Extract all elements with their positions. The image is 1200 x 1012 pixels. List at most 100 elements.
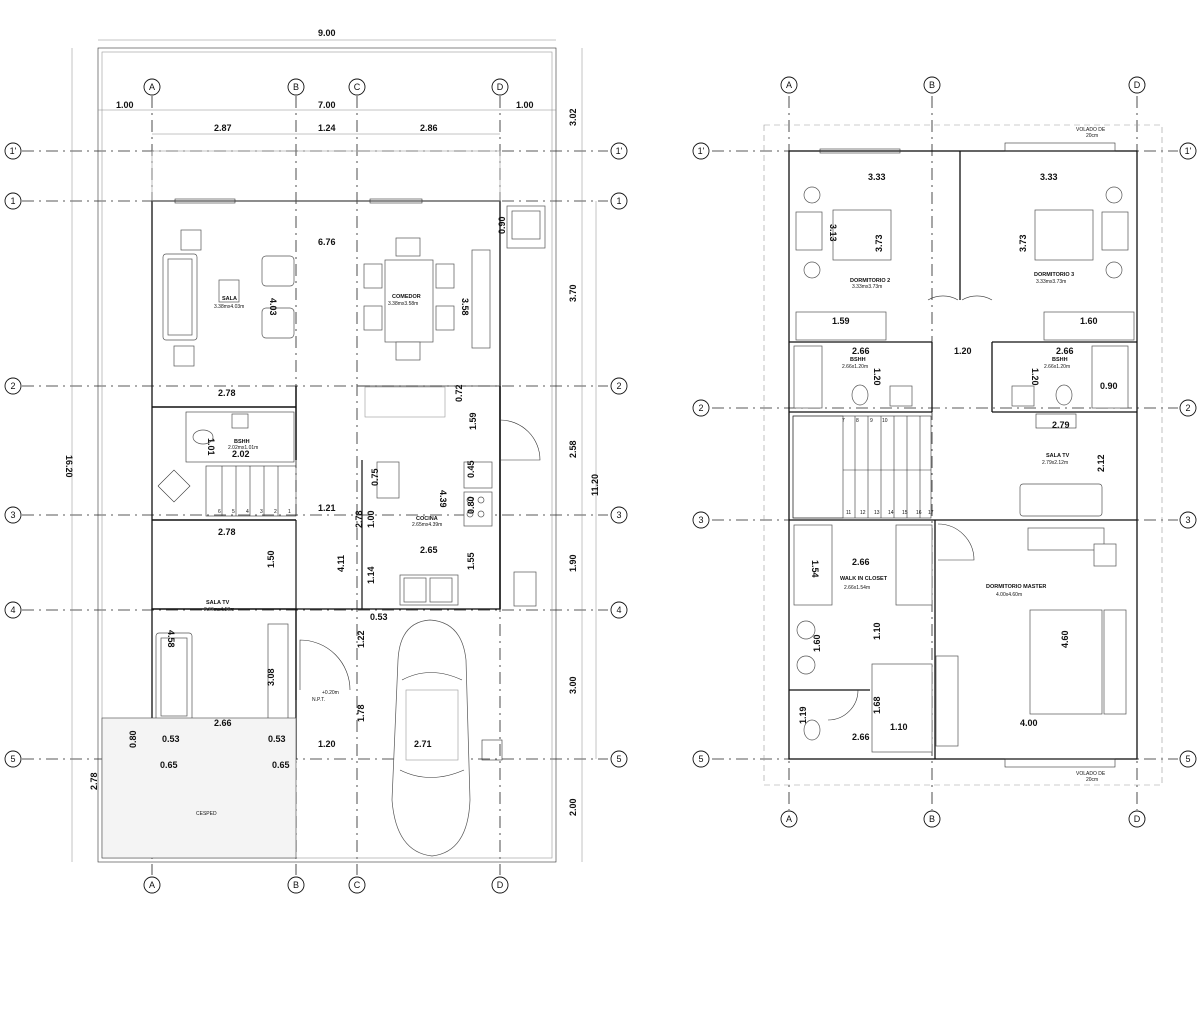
grid-col-d-bottom: D: [497, 880, 504, 890]
dim-row2-c: 2.86: [420, 123, 438, 133]
stair-num-9: 9: [870, 418, 873, 424]
dim-278a: 2.78: [218, 388, 236, 398]
dim-lawn: 2.78: [89, 772, 99, 790]
grid-row-4-left: 4: [10, 605, 15, 615]
dim-row2-a: 2.87: [214, 123, 232, 133]
dim2-279: 2.79: [1052, 420, 1070, 430]
dim2-110b: 1.10: [890, 722, 908, 732]
dim-053c: 0.53: [268, 734, 286, 744]
dim-150: 1.50: [266, 550, 276, 568]
grid-row-1-right: 1: [616, 196, 621, 206]
dim-358: 3.58: [460, 298, 470, 316]
room-dorm2-name: DORMITORIO 2: [850, 278, 890, 284]
dim2-266a: 2.66: [852, 346, 870, 356]
dim2-160: 1.60: [1080, 316, 1098, 326]
room-bano2-name: BSHH: [850, 357, 866, 363]
dim2-373a: 3.73: [874, 234, 884, 252]
dim-120: 1.20: [318, 739, 336, 749]
dim-065a: 0.65: [160, 760, 178, 770]
room-bano2-size: 2.66x1.20m: [842, 364, 868, 370]
stair-num-17: 17: [928, 510, 934, 516]
grid2-row-2-right: 2: [1185, 403, 1190, 413]
grid2-row-3-right: 3: [1185, 515, 1190, 525]
dim-overall-width: 9.00: [318, 28, 336, 38]
dim2-154: 1.54: [810, 560, 820, 578]
car-icon: [391, 619, 471, 857]
dim2-120a: 1.20: [954, 346, 972, 356]
dim-308: 3.08: [266, 668, 276, 686]
dim-202: 2.02: [232, 449, 250, 459]
dim-072: 0.72: [454, 384, 464, 402]
dim-053a: 0.53: [370, 612, 388, 622]
room-bano-size: 2.02mx1.01m: [228, 445, 258, 451]
second-floor-plan: VOLADO DE 20cm VOLADO DE 20cm DORMITORIO…: [763, 124, 1163, 786]
grid2-row-2-left: 2: [698, 403, 703, 413]
grid2-col-b-top: B: [929, 80, 935, 90]
dim-080b: 0.80: [128, 730, 138, 748]
grid-row-3-right: 3: [616, 510, 621, 520]
dim2-400: 4.00: [1020, 718, 1038, 728]
dim-075: 0.75: [370, 468, 380, 486]
room-walkin-size: 2.66x1.54m: [844, 585, 870, 591]
grid2-row-3-left: 3: [698, 515, 703, 525]
dim-676: 6.76: [318, 237, 336, 247]
first-floor-plan: 9.00 16.20 1.00 7.00 1.00 2.87 1.24 2.86…: [64, 28, 600, 863]
grid-row-5-left: 5: [10, 754, 15, 764]
room-bano3-size: 2.66x1.20m: [1044, 364, 1070, 370]
room-salatv2-size: 2.79x2.12m: [1042, 460, 1068, 466]
dim2-212: 2.12: [1096, 454, 1106, 472]
stair-num-1: 1: [288, 509, 291, 515]
dim-045: 0.45: [466, 460, 476, 478]
stair-num-11: 11: [846, 510, 851, 516]
dim2-110a: 1.10: [872, 622, 882, 640]
dim-overall-depth: 16.20: [64, 455, 74, 478]
room-cesped-name: CESPED: [196, 811, 217, 817]
room-salatv2-name: SALA TV: [1046, 453, 1070, 459]
volado-bottom-label: VOLADO DE: [1076, 771, 1106, 777]
grid2-row-5-left: 5: [698, 754, 703, 764]
dim-right-3: 2.58: [568, 440, 578, 458]
dim2-090: 0.90: [1100, 381, 1118, 391]
stair-num-5: 5: [232, 509, 235, 515]
stair-num-15: 15: [902, 510, 908, 516]
grid2-col-b-bottom: B: [929, 814, 935, 824]
stair-num-8: 8: [856, 418, 859, 424]
dim2-266c: 2.66: [852, 557, 870, 567]
level-label: +0.20m: [322, 690, 339, 696]
stair-num-14: 14: [888, 510, 894, 516]
grid-row-1-left: 1: [10, 196, 15, 206]
grid-row-2-left: 2: [10, 381, 15, 391]
room-walkin-name: WALK IN CLOSET: [840, 576, 888, 582]
dim-266: 2.66: [214, 718, 232, 728]
dim-122: 1.22: [356, 630, 366, 648]
room-cocina-size: 2.65mx4.39m: [412, 522, 442, 528]
grid2-row-5-right: 5: [1185, 754, 1190, 764]
stair-num-13: 13: [874, 510, 880, 516]
dim2-333a: 3.33: [868, 172, 886, 182]
dim-top-mid: 7.00: [318, 100, 336, 110]
room-master-size: 4.00x4.60m: [996, 592, 1022, 598]
room-sala-size: 3.38mx4.03m: [214, 304, 244, 310]
stair-num-2: 2: [274, 509, 277, 515]
room-sala-name: SALA: [222, 296, 237, 302]
dim2-266d: 2.66: [852, 732, 870, 742]
grid-col-c-bottom: C: [354, 880, 361, 890]
dim-265: 2.65: [420, 545, 438, 555]
dim-278b: 2.78: [354, 510, 364, 528]
level-sub: N.P.T.: [312, 697, 325, 703]
grid-bubbles: A B C D A B C D 1' 1 2 3 4 5 1' 1 2 3 4 …: [4, 76, 1197, 894]
volado-bottom-sub: 20cm: [1086, 777, 1098, 783]
dim2-266b: 2.66: [1056, 346, 1074, 356]
dim-439: 4.39: [438, 490, 448, 508]
grid-row-1p-left: 1': [10, 146, 17, 156]
grid2-col-d-top: D: [1134, 80, 1141, 90]
grid-row-3-left: 3: [10, 510, 15, 520]
stair-num-3: 3: [260, 509, 263, 515]
dim-114: 1.14: [366, 566, 376, 584]
stair-num-10: 10: [882, 418, 888, 424]
room-salatv-size: 2.66mx4.58m: [204, 607, 234, 613]
room-comedor-name: COMEDOR: [392, 294, 421, 300]
room-bano-name: BSHH: [234, 439, 250, 445]
grid-col-a-bottom: A: [149, 880, 155, 890]
